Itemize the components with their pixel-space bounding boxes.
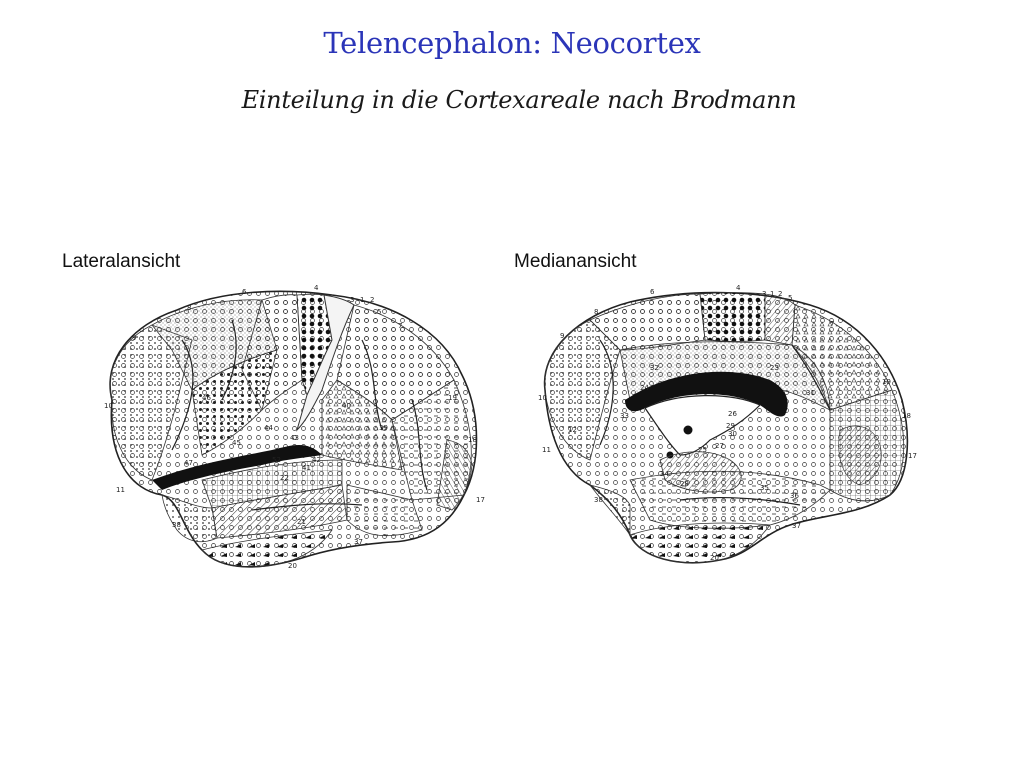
svg-text:20: 20 (710, 554, 719, 562)
svg-text:44: 44 (264, 424, 273, 432)
svg-text:10: 10 (104, 402, 113, 410)
svg-text:6: 6 (242, 288, 247, 296)
svg-text:12: 12 (568, 426, 577, 434)
svg-text:8: 8 (187, 304, 191, 312)
svg-text:9: 9 (132, 334, 136, 342)
svg-text:32: 32 (650, 364, 659, 372)
svg-text:35: 35 (760, 484, 769, 492)
svg-text:33: 33 (620, 412, 629, 420)
svg-text:37: 37 (792, 522, 801, 530)
svg-text:8: 8 (594, 308, 598, 316)
svg-text:2: 2 (778, 290, 782, 298)
svg-text:18: 18 (902, 412, 911, 420)
brain-medial-icon: 6 4 3 1 2 5 8 7 9 10 11 12 19 18 17 20 3… (538, 284, 917, 564)
svg-text:7: 7 (398, 322, 402, 330)
svg-text:20: 20 (288, 562, 297, 570)
svg-text:21: 21 (297, 518, 306, 526)
svg-text:40: 40 (342, 402, 351, 410)
svg-text:34: 34 (660, 470, 669, 478)
svg-text:38: 38 (172, 521, 181, 529)
svg-text:38: 38 (594, 496, 603, 504)
svg-text:46: 46 (202, 394, 211, 402)
svg-text:27: 27 (715, 442, 724, 450)
svg-text:11: 11 (116, 486, 125, 494)
svg-text:22: 22 (280, 474, 289, 482)
svg-text:42: 42 (312, 456, 321, 464)
svg-text:24: 24 (640, 384, 649, 392)
svg-text:4: 4 (736, 284, 741, 292)
svg-text:25: 25 (698, 446, 707, 454)
svg-text:19: 19 (448, 394, 457, 402)
svg-text:52: 52 (272, 456, 281, 464)
svg-text:3: 3 (350, 296, 354, 304)
svg-text:39: 39 (379, 424, 388, 432)
svg-text:37: 37 (354, 538, 363, 546)
svg-text:5: 5 (788, 294, 792, 302)
svg-text:23: 23 (770, 364, 779, 372)
svg-text:19: 19 (882, 378, 891, 386)
svg-text:2: 2 (370, 296, 374, 304)
svg-text:17: 17 (476, 496, 485, 504)
page-subtitle: Einteilung in die Cortexareale nach Brod… (241, 86, 797, 114)
svg-text:9: 9 (560, 332, 564, 340)
svg-text:5: 5 (377, 308, 381, 316)
svg-text:45: 45 (232, 439, 241, 447)
svg-text:36: 36 (790, 492, 799, 500)
medial-view-label: Medianansicht (514, 251, 637, 272)
svg-text:26: 26 (728, 410, 737, 418)
svg-text:1: 1 (360, 296, 364, 304)
svg-text:29: 29 (726, 422, 735, 430)
svg-text:1: 1 (770, 290, 774, 298)
page-title: Telencephalon: Neocortex (323, 26, 701, 60)
svg-text:30: 30 (728, 430, 737, 438)
svg-text:18: 18 (468, 436, 477, 444)
svg-text:17: 17 (908, 452, 917, 460)
svg-text:43: 43 (290, 434, 299, 442)
svg-text:7: 7 (830, 320, 834, 328)
svg-text:11: 11 (542, 446, 551, 454)
svg-text:28: 28 (680, 480, 689, 488)
brain-lateral-icon: 6 4 3 1 2 5 8 7 9 10 11 19 18 17 20 21 2… (104, 284, 485, 570)
svg-text:41: 41 (302, 464, 311, 472)
svg-text:47: 47 (184, 459, 193, 467)
svg-text:3: 3 (762, 290, 766, 298)
svg-text:31: 31 (806, 389, 815, 397)
lateral-view-label: Lateralansicht (62, 251, 181, 272)
svg-text:10: 10 (538, 394, 547, 402)
svg-text:6: 6 (650, 288, 655, 296)
svg-text:4: 4 (314, 284, 319, 292)
